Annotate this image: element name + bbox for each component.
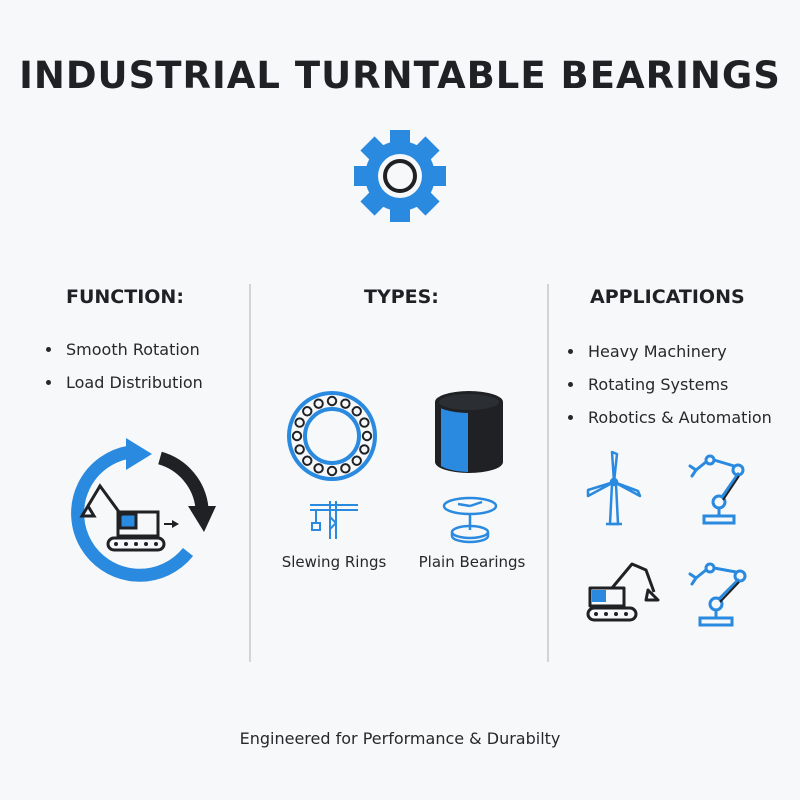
bullet-icon — [568, 349, 573, 354]
excavator-icon — [586, 562, 660, 622]
tower-crane-icon — [310, 501, 358, 539]
bullet-icon — [568, 382, 573, 387]
applications-list: Heavy Machinery Rotating Systems Robotic… — [568, 342, 772, 441]
list-item: Smooth Rotation — [46, 340, 203, 373]
function-list: Smooth Rotation Load Distribution — [46, 340, 203, 406]
excavator-rotation-icon — [71, 438, 216, 582]
bearing-ball — [361, 430, 373, 442]
bearing-ball — [291, 430, 303, 442]
bearing-ball — [351, 455, 362, 466]
list-item: Robotics & Automation — [568, 408, 772, 441]
bearing-ball — [340, 398, 351, 409]
column-divider-right — [547, 284, 549, 662]
robotic-arm-icon — [688, 562, 747, 627]
bearing-ball — [351, 406, 362, 417]
slewing-rings-label: Slewing Rings — [281, 553, 387, 571]
types-heading: TYPES: — [364, 286, 439, 308]
bullet-icon — [568, 415, 573, 420]
bearing-ball — [302, 455, 313, 466]
list-item: Rotating Systems — [568, 375, 772, 408]
bearing-ball — [359, 444, 370, 455]
list-item: Load Distribution — [46, 373, 203, 406]
function-heading: FUNCTION: — [66, 286, 184, 308]
bearing-ball — [340, 463, 351, 474]
footer-tagline: Engineered for Performance & Durabilty — [239, 729, 561, 748]
bearing-ball — [326, 395, 338, 407]
bearing-ball — [313, 463, 324, 474]
list-item: Heavy Machinery — [568, 342, 772, 375]
bearing-ball — [313, 398, 324, 409]
plain-bearings-label: Plain Bearings — [418, 553, 526, 571]
bearing-ball — [359, 417, 370, 428]
turntable-icon — [442, 496, 498, 544]
bearing-ball — [302, 406, 313, 417]
page-title: INDUSTRIAL TURNTABLE BEARINGS — [19, 54, 781, 97]
bearing-ball — [326, 465, 338, 477]
plain-bearing-icon — [435, 391, 503, 473]
bullet-icon — [46, 347, 51, 352]
bearing-ball — [294, 417, 305, 428]
bullet-icon — [46, 380, 51, 385]
bearing-ball — [294, 444, 305, 455]
column-divider-left — [249, 284, 251, 662]
wind-turbine-icon — [586, 450, 642, 526]
slewing-ring-icon — [287, 391, 377, 481]
robotic-arm-icon — [688, 454, 745, 525]
gear-icon — [354, 130, 446, 222]
applications-heading: APPLICATIONS — [590, 286, 745, 308]
